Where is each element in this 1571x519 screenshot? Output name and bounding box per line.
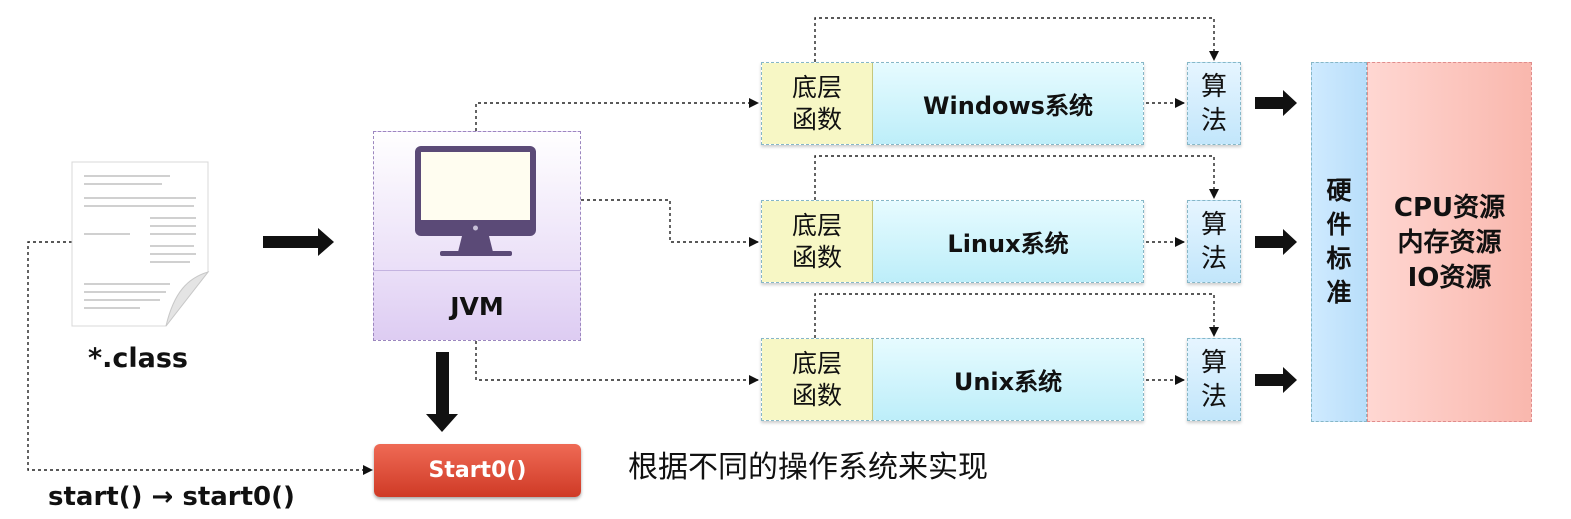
jvm-to-unix-connector: [475, 341, 759, 385]
os-system-label: Linux系统: [873, 201, 1143, 282]
os-row-windows: 底层函数 Windows系统: [761, 62, 1144, 145]
algo-line-2: 法: [1200, 381, 1227, 412]
func-line-2: 函数: [791, 104, 842, 134]
jvm-to-windows-connector: [475, 98, 759, 131]
linux-to-hardware-arrow: [1255, 229, 1297, 255]
hardware-standard-box: 硬 件 标 准: [1311, 62, 1367, 422]
start-call-label: start() → start0(): [48, 482, 295, 512]
unix-to-hardware-arrow: [1255, 367, 1297, 393]
class-to-jvm-arrow: [263, 228, 334, 256]
underlying-function-box: 底层函数: [762, 201, 873, 282]
caption: 根据不同的操作系统来实现: [628, 450, 988, 485]
resource-io: IO资源: [1407, 263, 1492, 293]
hardware-line: 件: [1326, 210, 1352, 239]
jvm-box: JVM: [373, 131, 581, 341]
class-file-document-icon: [71, 161, 210, 327]
underlying-function-box: 底层函数: [762, 63, 873, 144]
os-system-label: Windows系统: [873, 63, 1143, 144]
func-line-1: 底层: [791, 72, 842, 102]
windows-loop-connector: [814, 17, 1219, 62]
algo-line-1: 算: [1200, 347, 1227, 378]
hardware-line: 标: [1326, 244, 1352, 273]
jvm-label: JVM: [374, 270, 580, 341]
os-row-unix: 底层函数 Unix系统: [761, 338, 1144, 421]
class-to-start-connector: [27, 241, 373, 475]
resources-box: CPU资源 内存资源 IO资源: [1367, 62, 1532, 422]
algo-line-1: 算: [1200, 209, 1227, 240]
func-line-1: 底层: [791, 348, 842, 378]
monitor-icon: [415, 146, 536, 256]
jvm-to-start-arrow: [426, 352, 458, 432]
algorithm-box-unix: 算法: [1187, 338, 1241, 421]
os-row-linux: 底层函数 Linux系统: [761, 200, 1144, 283]
algo-line-2: 法: [1200, 105, 1227, 136]
windows-to-hardware-arrow: [1255, 90, 1297, 116]
func-line-2: 函数: [791, 242, 842, 272]
algorithm-box-windows: 算法: [1187, 62, 1241, 145]
algo-line-2: 法: [1200, 243, 1227, 274]
func-line-1: 底层: [791, 210, 842, 240]
hardware-line: 硬: [1326, 176, 1352, 205]
resource-cpu: CPU资源: [1393, 193, 1506, 223]
underlying-function-box: 底层函数: [762, 339, 873, 420]
start0-button[interactable]: Start0(): [374, 444, 581, 497]
unix-loop-connector: [814, 293, 1219, 338]
jvm-to-linux-connector: [581, 199, 759, 247]
algorithm-box-linux: 算法: [1187, 200, 1241, 283]
func-line-2: 函数: [791, 380, 842, 410]
hardware-line: 准: [1326, 278, 1352, 307]
class-file-label: *.class: [88, 343, 188, 374]
resource-memory: 内存资源: [1397, 228, 1502, 258]
algo-line-1: 算: [1200, 71, 1227, 102]
linux-loop-connector: [814, 155, 1219, 200]
os-system-label: Unix系统: [873, 339, 1143, 420]
